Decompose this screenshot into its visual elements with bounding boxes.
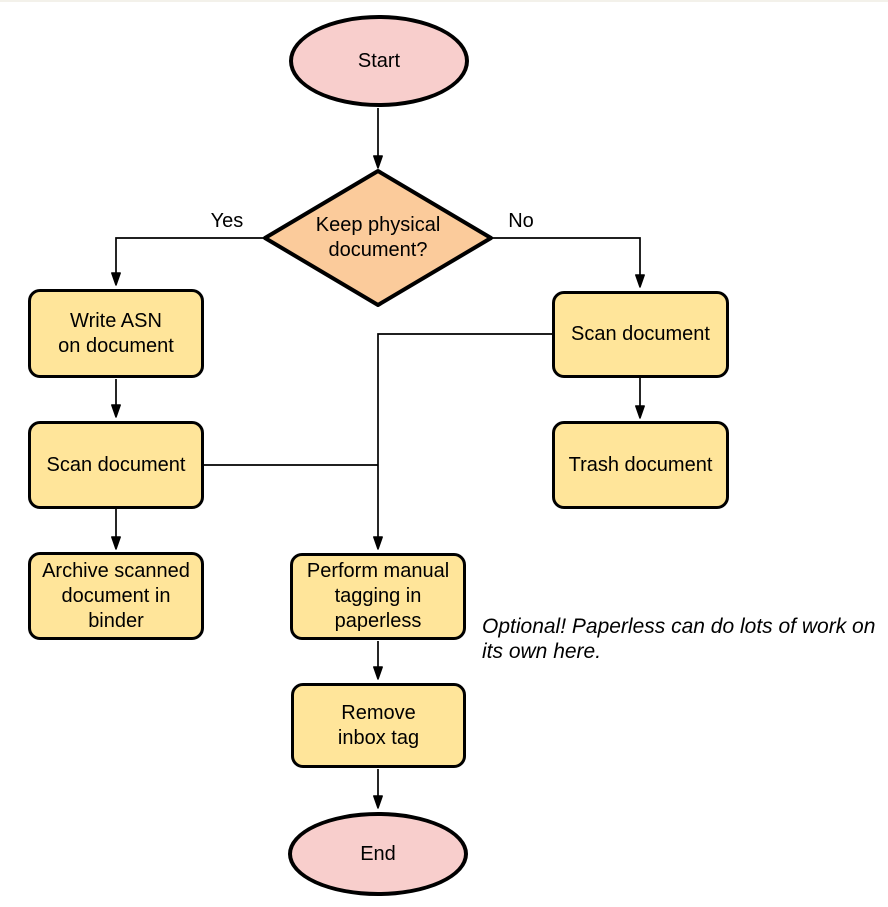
archive-document-node: Archive scanned document in binder <box>28 552 204 640</box>
end-node: End <box>288 812 468 896</box>
write-asn-node-label: Write ASN on document <box>58 309 174 357</box>
bottom-edge-line <box>0 0 888 2</box>
manual-tagging-label: Perform manual tagging in paperless <box>306 560 450 632</box>
manual-tagging-node: Perform manual tagging in paperless <box>290 553 466 640</box>
archive-document-label: Archive scanned document in binder <box>42 559 190 632</box>
edge-label-no: No <box>508 210 534 232</box>
write-asn-node: Write ASN on document <box>28 289 204 378</box>
edge-label-yes: Yes <box>210 210 244 232</box>
edge-scan-right-to-tagging <box>373 333 552 550</box>
optional-note: Optional! Paperless can do lots of work … <box>482 615 876 663</box>
scan-document-right-node: Scan document <box>552 291 729 378</box>
trash-document-node: Trash document <box>552 421 729 509</box>
scan-document-left-node: Scan document <box>28 421 204 509</box>
start-node-label: Start <box>357 49 401 72</box>
edge-decision-no-to-scan <box>491 237 645 288</box>
scan-document-right-label: Scan document <box>571 323 710 345</box>
decision-node-label: Keep physical document? <box>315 214 441 261</box>
decision-diamond <box>263 169 493 307</box>
remove-inbox-tag-label: Remove inbox tag <box>337 701 420 749</box>
end-node-label: End <box>360 842 396 865</box>
edge-decision-yes-to-write-asn <box>111 237 265 286</box>
start-node: Start <box>289 15 469 107</box>
scan-document-left-label: Scan document <box>46 453 186 476</box>
remove-inbox-tag-node: Remove inbox tag <box>291 683 466 768</box>
trash-document-label: Trash document <box>568 453 713 476</box>
